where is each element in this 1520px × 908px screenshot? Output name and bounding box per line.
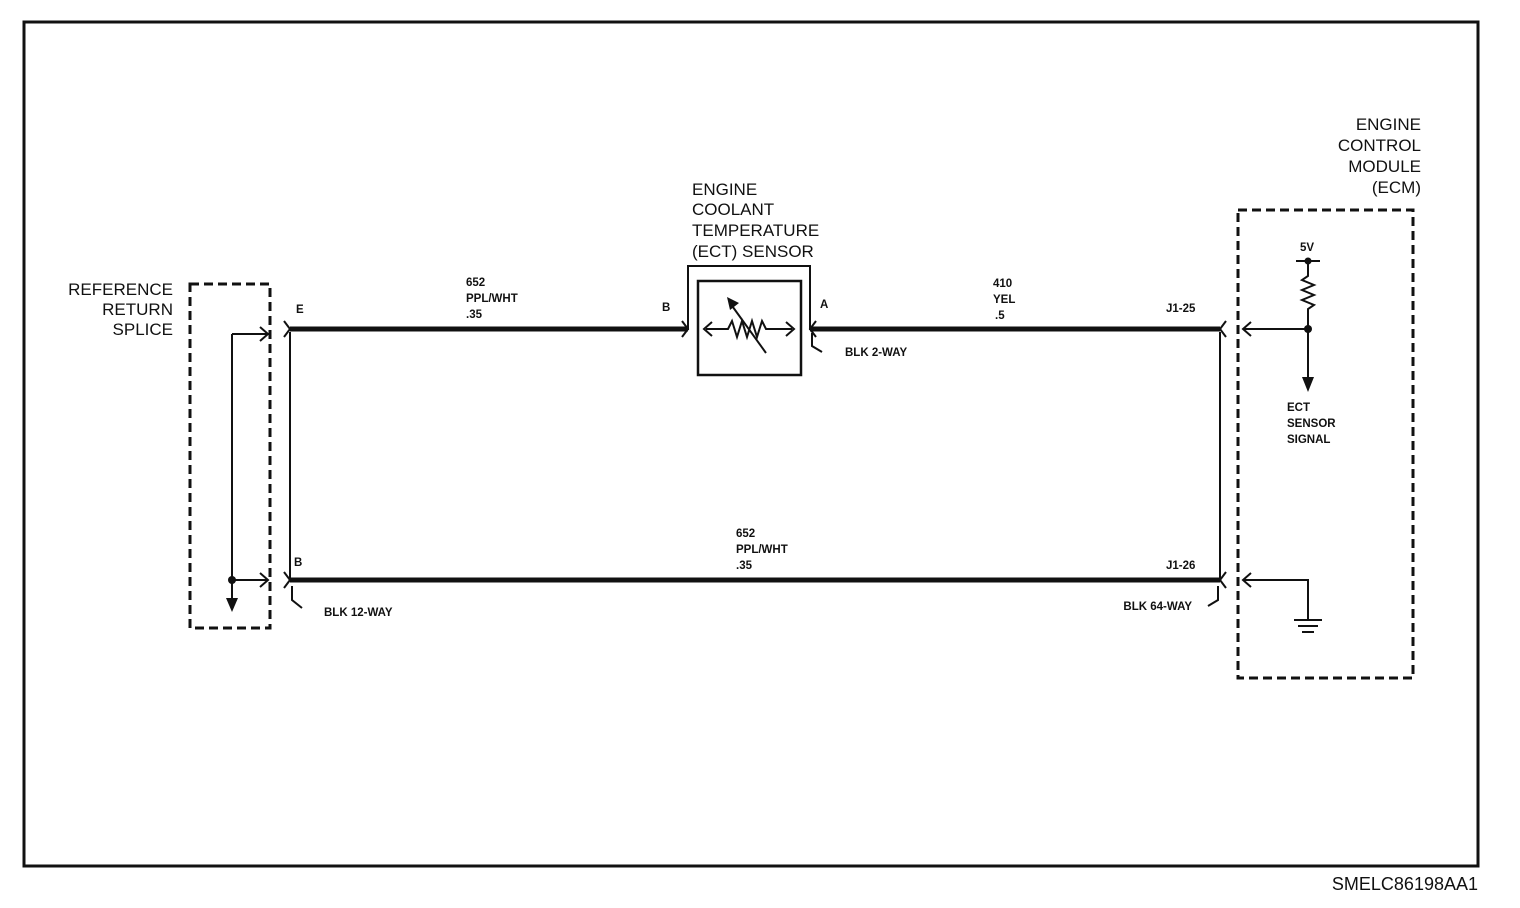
ecm-pullup-circuit: [1241, 257, 1320, 392]
pin-splice-e: E: [296, 304, 304, 316]
connector-mark-ect-b: [681, 320, 690, 338]
ecm-box: [1236, 208, 1415, 680]
wire-top-left-circuit: 652: [466, 277, 485, 289]
pin-splice-b: B: [294, 557, 302, 569]
connector-mark-ecm-top: [1218, 320, 1227, 338]
ect-connector-label: BLK 2-WAY: [845, 347, 908, 359]
ect-sensor-body: [696, 279, 803, 377]
ect-housing-bracket: [687, 265, 811, 330]
ecm-connector-label: BLK 64-WAY: [1123, 601, 1192, 613]
diagram-id: SMELC86198AA1: [1332, 874, 1478, 894]
ecm-title-line1: ENGINE: [1356, 115, 1421, 134]
splice-title-line1: REFERENCE: [68, 280, 173, 299]
pin-ecm-j1-25: J1-25: [1166, 303, 1196, 315]
connector-mark-splice-b: [283, 571, 292, 589]
pin-ect-b: B: [662, 302, 670, 314]
splice-title-line3: SPLICE: [113, 320, 173, 339]
ect-title-line3: TEMPERATURE: [692, 221, 819, 240]
ecm-signal-line3: SIGNAL: [1287, 434, 1330, 446]
wire-top-right-circuit: 410: [993, 278, 1012, 290]
pin-ecm-j1-26: J1-26: [1166, 560, 1195, 572]
splice-box: [188, 282, 272, 630]
splice-connector-label: BLK 12-WAY: [324, 607, 393, 619]
wire-top-right-color: YEL: [993, 294, 1015, 306]
ect-title-line1: ENGINE: [692, 180, 757, 199]
connector-mark-ecm-bottom: [1218, 571, 1227, 589]
wire-top-right-gauge: .5: [995, 310, 1005, 322]
ect-title-line4: (ECT) SENSOR: [692, 242, 814, 261]
splice-connector-leader: [291, 586, 303, 609]
wire-bottom-gauge: .35: [736, 560, 753, 572]
splice-internal-bus: [226, 326, 270, 612]
pin-ect-a: A: [820, 299, 828, 311]
wire-bottom-color: PPL/WHT: [736, 544, 788, 556]
connector-mark-splice-e: [283, 320, 292, 338]
ecm-ground-circuit: [1241, 572, 1322, 633]
wire-top-left-gauge: .35: [466, 309, 483, 321]
ecm-supply-label: 5V: [1300, 242, 1314, 254]
wire-top-left-color: PPL/WHT: [466, 293, 518, 305]
ecm-title-line2: CONTROL: [1338, 136, 1421, 155]
ecm-title-line3: MODULE: [1348, 157, 1421, 176]
ecm-title-line4: (ECM): [1372, 178, 1421, 197]
ect-title-line2: COOLANT: [692, 200, 774, 219]
splice-title-line2: RETURN: [102, 300, 173, 319]
ecm-signal-line1: ECT: [1287, 402, 1310, 414]
diagram-frame: [22, 20, 1480, 868]
ect-connector-leader: [811, 333, 823, 353]
wire-bottom-circuit: 652: [736, 528, 755, 540]
thermistor-symbol: [702, 297, 796, 354]
ecm-connector-leader: [1207, 586, 1219, 607]
ecm-signal-line2: SENSOR: [1287, 418, 1336, 430]
